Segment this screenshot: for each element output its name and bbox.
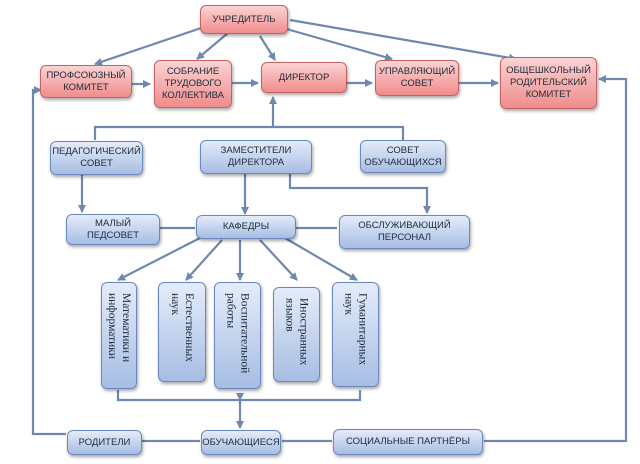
dept-languages-box: Иностранных языков (273, 287, 320, 382)
dept-math-box: Математики и информатики (101, 282, 137, 389)
parents-box: РОДИТЕЛИ (67, 430, 142, 455)
edge-hbar-level2 (93, 125, 405, 140)
edge-dept-science (185, 239, 223, 281)
pedagogical-council-box: ПЕДАГОГИЧЕСКИЙ СОВЕТ (50, 141, 143, 175)
edge-dept-languages (259, 239, 298, 281)
student-council-box: СОВЕТ ОБУЧАЮЩИХСЯ (360, 140, 446, 173)
edge-bottom-bracket (116, 390, 362, 402)
parent-committee-box: ОБЩЕШКОЛЬНЫЙ РОДИТЕЛЬСКИЙ КОМИТЕТ (500, 57, 597, 109)
dept-upbringing-box: Воспитательной работы (214, 282, 261, 389)
edge-founder-parentcomm (289, 18, 517, 62)
edge-deputies-service (288, 174, 431, 214)
edge-founder-director (259, 35, 276, 61)
trade-union-committee-box: ПРОФСОЮЗНЫЙ КОМИТЕТ (40, 65, 132, 98)
edge-founder-council (282, 24, 393, 61)
director-box: ДИРЕКТОР (261, 62, 347, 93)
edge-dept-humanities (284, 237, 358, 281)
edge-dept-math (117, 237, 201, 281)
deputy-directors-box: ЗАМЕСТИТЕЛИ ДИРЕКТОРА (200, 140, 312, 174)
departments-box: КАФЕДРЫ (196, 215, 296, 239)
dept-humanities-box: Гуманитарных наук (332, 282, 379, 387)
edge-outer-right (484, 75, 628, 443)
governing-council-box: УПРАВЛЯЮЩИЙ СОВЕТ (375, 60, 459, 96)
edge-outer-left (31, 86, 66, 436)
dept-science-box: Естественных наук (158, 282, 206, 382)
edge-founder-meeting (196, 32, 229, 60)
social-partners-box: СОЦИАЛЬНЫЕ ПАРТНЁРЫ (333, 429, 483, 455)
service-staff-box: ОБСЛУЖИВАЮЩИЙ ПЕРСОНАЛ (339, 215, 470, 249)
founder-box: УЧРЕДИТЕЛЬ (200, 5, 288, 34)
students-box: ОБУЧАЮЩИЕСЯ (201, 430, 281, 455)
edge-founder-tradeunion (94, 23, 211, 66)
labor-meeting-box: СОБРАНИЕ ТРУДОВОГО КОЛЛЕКТИВА (154, 60, 232, 108)
small-pedcouncil-box: МАЛЫЙ ПЕДСОВЕТ (66, 214, 160, 245)
